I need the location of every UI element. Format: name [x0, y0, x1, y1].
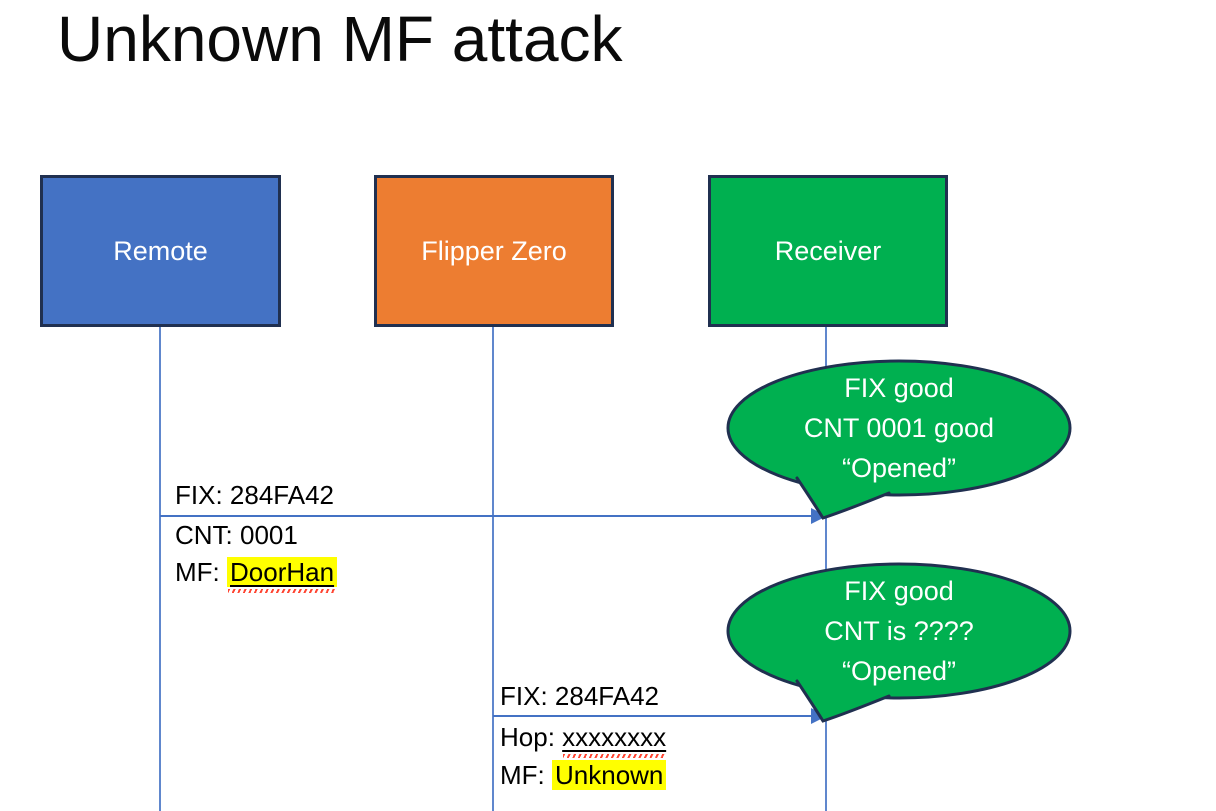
lifeline-flipper-zero — [492, 327, 494, 811]
speech-bubble-1-tail — [795, 476, 891, 520]
bubble-1-line-2: CNT 0001 good — [803, 413, 995, 443]
actor-label-receiver: Receiver — [774, 235, 882, 266]
message-2-line2-highlighted-value: Unknown — [552, 760, 667, 790]
message-2-label-line1: Hop: xxxxxxxx — [500, 722, 666, 753]
actor-box-receiver: Receiver — [708, 175, 948, 327]
actor-box-remote: Remote — [40, 175, 281, 327]
bubble-1-line-3: “Opened” — [841, 453, 957, 483]
message-1-line2-highlighted-value: DoorHan — [227, 557, 338, 587]
message-2-line1-underlined-value: xxxxxxxx — [562, 722, 667, 752]
message-1-label-line2: MF: DoorHan — [175, 557, 338, 588]
message-1-label-above: FIX: 284FA42 — [175, 480, 334, 510]
message-2-label-above: FIX: 284FA42 — [500, 681, 659, 711]
lifeline-remote — [159, 327, 161, 811]
speech-bubble-2-text: FIX good CNT is ???? “Opened” — [727, 571, 1071, 691]
message-2-arrow-line — [493, 715, 813, 717]
message-2-label-line2: MF: Unknown — [500, 760, 667, 791]
message-2-line1-prefix: Hop: — [500, 722, 563, 752]
speech-bubble-2-tail — [795, 679, 891, 723]
actor-label-flipper-zero: Flipper Zero — [421, 235, 567, 266]
speech-bubble-1-shape — [726, 359, 1072, 520]
speech-bubble-1-text: FIX good CNT 0001 good “Opened” — [727, 368, 1071, 488]
message-1-line2-prefix: MF: — [175, 557, 227, 587]
speech-bubble-2-shape — [726, 562, 1072, 723]
message-1-label-line1: CNT: 0001 — [175, 520, 298, 550]
bubble-2-line-2: CNT is ???? — [824, 616, 974, 646]
page-title: Unknown MF attack — [57, 3, 623, 75]
message-1-arrow-line — [160, 515, 813, 517]
actor-label-remote: Remote — [113, 235, 208, 266]
actor-box-flipper-zero: Flipper Zero — [374, 175, 614, 327]
bubble-2-line-1: FIX good — [844, 576, 954, 606]
bubble-1-line-1: FIX good — [844, 373, 954, 403]
message-2-line2-prefix: MF: — [500, 760, 552, 790]
bubble-2-line-3: “Opened” — [841, 656, 957, 686]
